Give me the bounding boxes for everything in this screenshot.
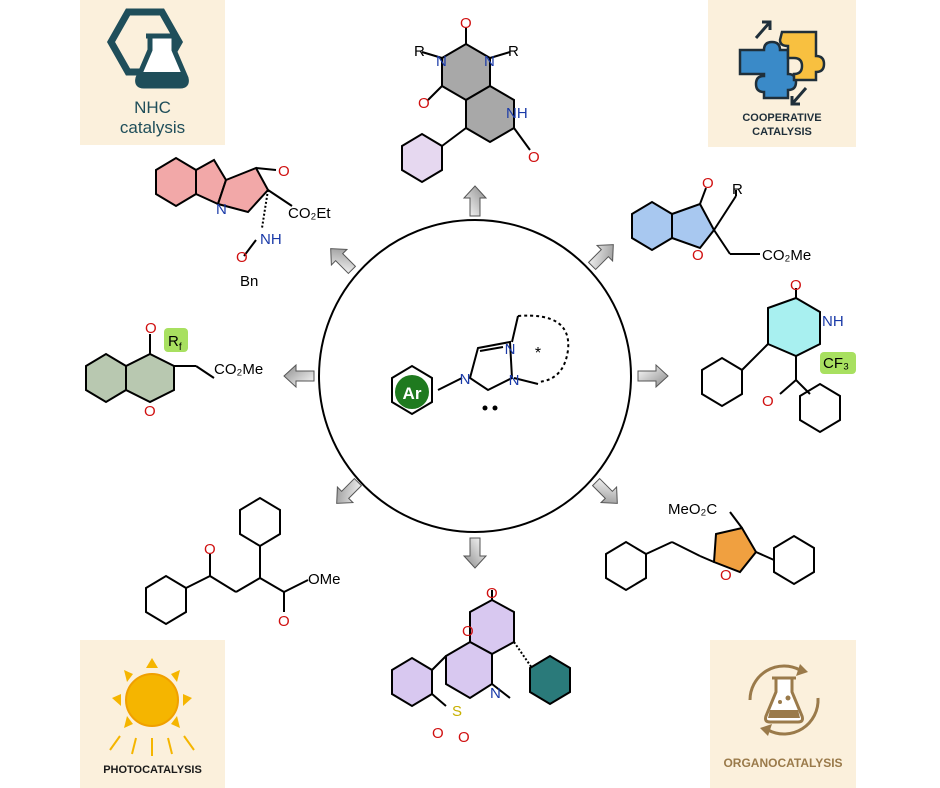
top-r-right: R [508, 43, 519, 60]
arrow-down [462, 537, 488, 569]
nhc-label-line1: NHC [134, 98, 171, 117]
central-circle [318, 219, 632, 533]
tr-o-ring: O [692, 247, 704, 264]
carbene-dot-1 [482, 405, 488, 411]
arrow-down-right [591, 477, 618, 504]
right-o: O [790, 277, 802, 294]
b-o-s1: O [432, 725, 444, 742]
right-o2: O [762, 393, 774, 410]
left-o-ring: O [144, 403, 156, 420]
photocatalysis-panel: PHOTOCATALYSIS [80, 640, 225, 788]
molecule-bottom-left [145, 496, 309, 626]
bl-ome: OMe [308, 571, 341, 588]
cooperative-label-line2: CATALYSIS [752, 126, 812, 138]
left-co2me: CO₂Me [214, 361, 263, 378]
hexagon-flask-icon [106, 8, 189, 89]
arrow-down-left [336, 477, 363, 504]
molecule-left-labels: O O Rf CO₂Me [144, 320, 263, 420]
cf3-highlight [820, 352, 856, 374]
carbene-dot-2 [492, 405, 498, 411]
right-nh: NH [822, 313, 844, 330]
tl-o2: O [236, 249, 248, 266]
stereo-star: * [535, 345, 541, 362]
organocatalysis-label: ORGANOCATALYSIS [723, 756, 843, 770]
top-o3: O [528, 149, 540, 166]
molecule-top [401, 28, 531, 184]
left-rf: Rf [168, 333, 182, 353]
molecule-top-right-labels: O O R CO₂Me [692, 175, 811, 264]
nhc-catalysis-panel: NHC catalysis [80, 0, 225, 145]
b-s: S [452, 703, 462, 720]
molecule-bottom-right-labels: MeO₂C O [668, 501, 732, 584]
left-rf-sub: f [179, 342, 182, 353]
tr-co2me: CO₂Me [762, 247, 811, 264]
top-r-left: R [414, 43, 425, 60]
nhc-label-line2: catalysis [119, 118, 186, 137]
n-label-1: N [460, 371, 471, 388]
reaction-arrows [283, 185, 669, 569]
ar-badge [395, 375, 429, 409]
molecule-right [701, 288, 841, 434]
n-label-3: N [509, 372, 520, 389]
recycling-flask-icon [748, 664, 820, 736]
organocatalysis-panel: ORGANOCATALYSIS [710, 640, 856, 788]
top-o2: O [418, 95, 430, 112]
br-meo2c: MeO₂C [668, 501, 717, 518]
molecule-bottom [391, 590, 571, 708]
left-o: O [145, 320, 157, 337]
br-o: O [720, 567, 732, 584]
b-n: N [490, 685, 501, 702]
right-cf3: CF₃ [823, 355, 849, 372]
puzzle-pieces-icon [738, 20, 826, 106]
arrow-up-left [330, 248, 357, 275]
tl-bn: Bn [240, 273, 258, 290]
molecule-bottom-left-labels: O O OMe [204, 541, 341, 630]
molecule-top-labels: R R N N NH O O O [414, 15, 540, 166]
bl-o1: O [204, 541, 216, 558]
top-o1: O [460, 15, 472, 32]
rf-highlight [164, 328, 188, 352]
tl-n: N [216, 201, 227, 218]
arrow-up-right [587, 244, 614, 271]
cooperative-label-line1: COOPERATIVE [742, 112, 822, 124]
arrow-left [283, 363, 315, 389]
top-n2: N [484, 53, 495, 70]
tr-r: R [732, 181, 743, 198]
tr-o: O [702, 175, 714, 192]
b-o-ring: O [462, 623, 474, 640]
arrow-right [637, 363, 669, 389]
cooperative-catalysis-panel: COOPERATIVE CATALYSIS [708, 0, 856, 147]
tl-nh: NH [260, 231, 282, 248]
molecule-top-right [631, 187, 760, 255]
molecule-top-left-labels: O N CO₂Et NH O Bn [216, 163, 331, 290]
molecule-top-left [155, 156, 293, 257]
molecule-right-labels: O NH CF₃ O [762, 277, 849, 410]
left-rf-main: R [168, 333, 179, 350]
n-label-2: N [505, 341, 516, 358]
b-o1: O [486, 585, 498, 602]
molecule-left [85, 334, 215, 404]
tl-o: O [278, 163, 290, 180]
bl-o2: O [278, 613, 290, 630]
molecule-bottom-labels: O O S N O O [432, 585, 501, 746]
ar-label: Ar [403, 384, 422, 403]
photocatalysis-label: PHOTOCATALYSIS [103, 764, 202, 776]
top-nh: NH [506, 105, 528, 122]
molecule-bottom-right [605, 511, 815, 592]
nhc-catalyst: Ar N N N * [391, 314, 570, 416]
tl-co2et: CO₂Et [288, 205, 331, 222]
arrow-up [462, 185, 488, 217]
sun-icon [109, 658, 195, 756]
b-o-s2: O [458, 729, 470, 746]
top-n1: N [436, 53, 447, 70]
